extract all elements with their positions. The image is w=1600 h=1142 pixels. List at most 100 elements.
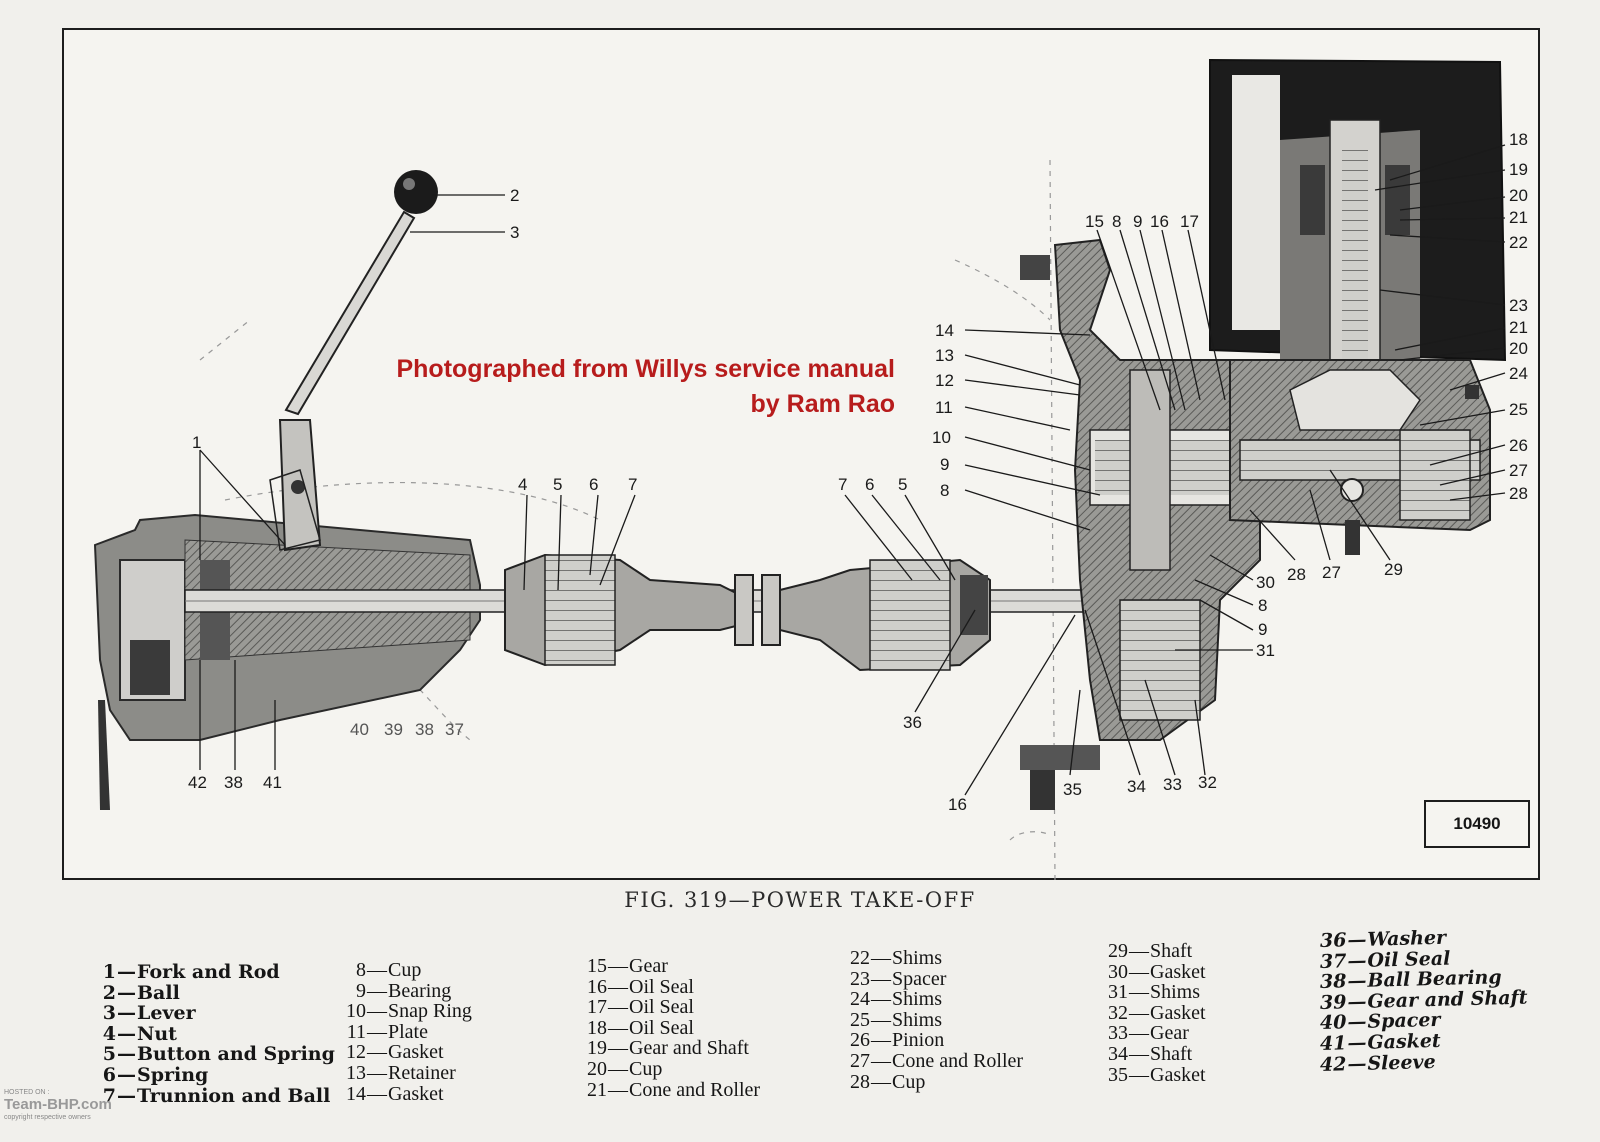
legend-item: 21—Cone and Roller	[587, 1078, 761, 1101]
legend-item: 16—Oil Seal	[587, 975, 694, 998]
callout-1: 1	[192, 433, 201, 452]
guide-lines	[199, 159, 1056, 881]
callout-7: 7	[628, 475, 637, 494]
callout-42: 42	[188, 773, 207, 792]
pulley-housing	[1209, 58, 1507, 555]
callout-37: 37	[445, 720, 464, 739]
legend-item: 1—Fork and Rod	[102, 961, 280, 983]
callout-14: 14	[935, 321, 954, 340]
callout-40: 40	[350, 720, 369, 739]
legend-item: 35—Gasket	[1108, 1063, 1206, 1086]
callout-9: 9	[940, 455, 949, 474]
legend-item: 22—Shims	[850, 947, 943, 969]
legend-item: 19—Gear and Shaft	[587, 1037, 749, 1060]
callout-38: 38	[224, 773, 243, 792]
callout-10: 10	[932, 428, 951, 447]
callout-11: 11	[935, 398, 953, 417]
legend-item: 9—Bearing	[356, 979, 452, 1002]
callout-5: 5	[553, 475, 562, 494]
callout-38: 38	[415, 720, 434, 739]
callout-29: 29	[1384, 560, 1403, 579]
legend-item: 17—Oil Seal	[587, 996, 694, 1019]
callout-27: 27	[1322, 563, 1341, 582]
callout-4: 4	[518, 475, 527, 494]
callout-20: 20	[1509, 339, 1528, 358]
photo-credit-watermark: Photographed from Willys service manual …	[340, 352, 895, 422]
callout-26: 26	[1509, 436, 1528, 455]
callout-6: 6	[865, 475, 874, 494]
watermark-line-1: Photographed from Willys service manual	[396, 355, 895, 383]
legend-item: 31—Shims	[1108, 981, 1201, 1004]
callout-9: 9	[1258, 620, 1267, 639]
callout-33: 33	[1163, 775, 1182, 794]
callout-19: 19	[1509, 160, 1528, 179]
callout-30: 30	[1256, 573, 1275, 592]
legend-item: 14—Gasket	[346, 1082, 444, 1105]
legend-item: 10—Snap Ring	[346, 1000, 472, 1023]
callout-2: 2	[510, 186, 519, 205]
legend-column-2: 8—Cup 9—Bearing 10—Snap Ring 11—Plate 12…	[344, 960, 472, 1104]
callout-8: 8	[940, 481, 949, 500]
callout-22: 22	[1509, 233, 1528, 252]
callout-31: 31	[1256, 641, 1275, 660]
shift-lever	[269, 170, 438, 552]
legend-column-5: 29—Shaft 30—Gasket 31—Shims 32—Gasket 33…	[1106, 941, 1206, 1085]
legend-item: 24—Shims	[850, 988, 943, 1011]
callout-3: 3	[510, 223, 519, 242]
legend-item: 29—Shaft	[1108, 940, 1193, 962]
callout-6: 6	[589, 475, 598, 494]
callout-23: 23	[1509, 296, 1528, 315]
callout-28: 28	[1509, 484, 1528, 503]
legend-item: 27—Cone and Roller	[850, 1049, 1024, 1072]
legend-item: 34—Shaft	[1108, 1042, 1193, 1065]
legend-item: 33—Gear	[1108, 1022, 1189, 1045]
legend-column-4: 22—Shims 23—Spacer 24—Shims 25—Shims 26—…	[848, 948, 1023, 1092]
legend-column-3: 15—Gear 16—Oil Seal 17—Oil Seal 18—Oil S…	[585, 956, 760, 1100]
legend-item: 15—Gear	[587, 955, 668, 977]
leader-lines	[199, 144, 1506, 796]
watermark-line-2: by Ram Rao	[750, 390, 895, 418]
legend-item: 7—Trunnion and Ball	[102, 1084, 331, 1107]
figure-caption: FIG. 319—POWER TAKE-OFF	[624, 888, 976, 912]
callout-12: 12	[935, 371, 954, 390]
callout-21: 21	[1509, 318, 1528, 337]
callout-32: 32	[1198, 773, 1217, 792]
callout-9: 9	[1133, 212, 1142, 231]
host-logo-bottom: copyright respective owners	[4, 1114, 91, 1121]
callout-28: 28	[1287, 565, 1306, 584]
callout-18: 18	[1509, 130, 1528, 149]
legend-item: 25—Shims	[850, 1008, 943, 1031]
legend-item: 5—Button and Spring	[102, 1043, 335, 1066]
legend-item: 23—Spacer	[850, 967, 947, 990]
callout-7: 7	[838, 475, 847, 494]
legend-column-1: 1—Fork and Rod 2—Ball 3—Lever 4—Nut 5—Bu…	[94, 962, 335, 1106]
legend-item: 6—Spring	[102, 1063, 209, 1086]
callout-41: 41	[263, 773, 282, 792]
callout-24: 24	[1509, 364, 1528, 383]
callout-17: 17	[1180, 212, 1199, 231]
legend-item: 2—Ball	[102, 981, 180, 1004]
propeller-shaft	[184, 553, 1206, 672]
figure-number-box: 10490	[1424, 800, 1530, 848]
callout-25: 25	[1509, 400, 1528, 419]
legend-item: 20—Cup	[587, 1057, 663, 1080]
host-logo: HOSTED ON : Team-BHP.com copyright respe…	[4, 1088, 154, 1140]
legend-item: 3—Lever	[102, 1002, 196, 1025]
legend-item: 32—Gasket	[1108, 1001, 1206, 1024]
legend-item: 42—Sleeve	[1319, 1050, 1436, 1076]
legend-item: 28—Cup	[850, 1070, 926, 1093]
callout-8: 8	[1258, 596, 1267, 615]
callout-5: 5	[898, 475, 907, 494]
callout-15: 15	[1085, 212, 1104, 231]
callout-numbers: 2 3 1 4 5 6 7 7 6 5 40 39 38 37 42 38 41…	[188, 130, 1528, 814]
left-housing	[93, 513, 481, 810]
legend-item: 8—Cup	[356, 959, 422, 981]
callout-16: 16	[948, 795, 967, 814]
legend-item: 12—Gasket	[346, 1041, 444, 1064]
legend-item: 13—Retainer	[346, 1061, 456, 1084]
host-logo-brand: Team-BHP.com	[4, 1096, 112, 1113]
legend-item: 11—Plate	[346, 1020, 428, 1043]
callout-34: 34	[1127, 777, 1146, 796]
callout-39: 39	[384, 720, 403, 739]
callout-20: 20	[1509, 186, 1528, 205]
